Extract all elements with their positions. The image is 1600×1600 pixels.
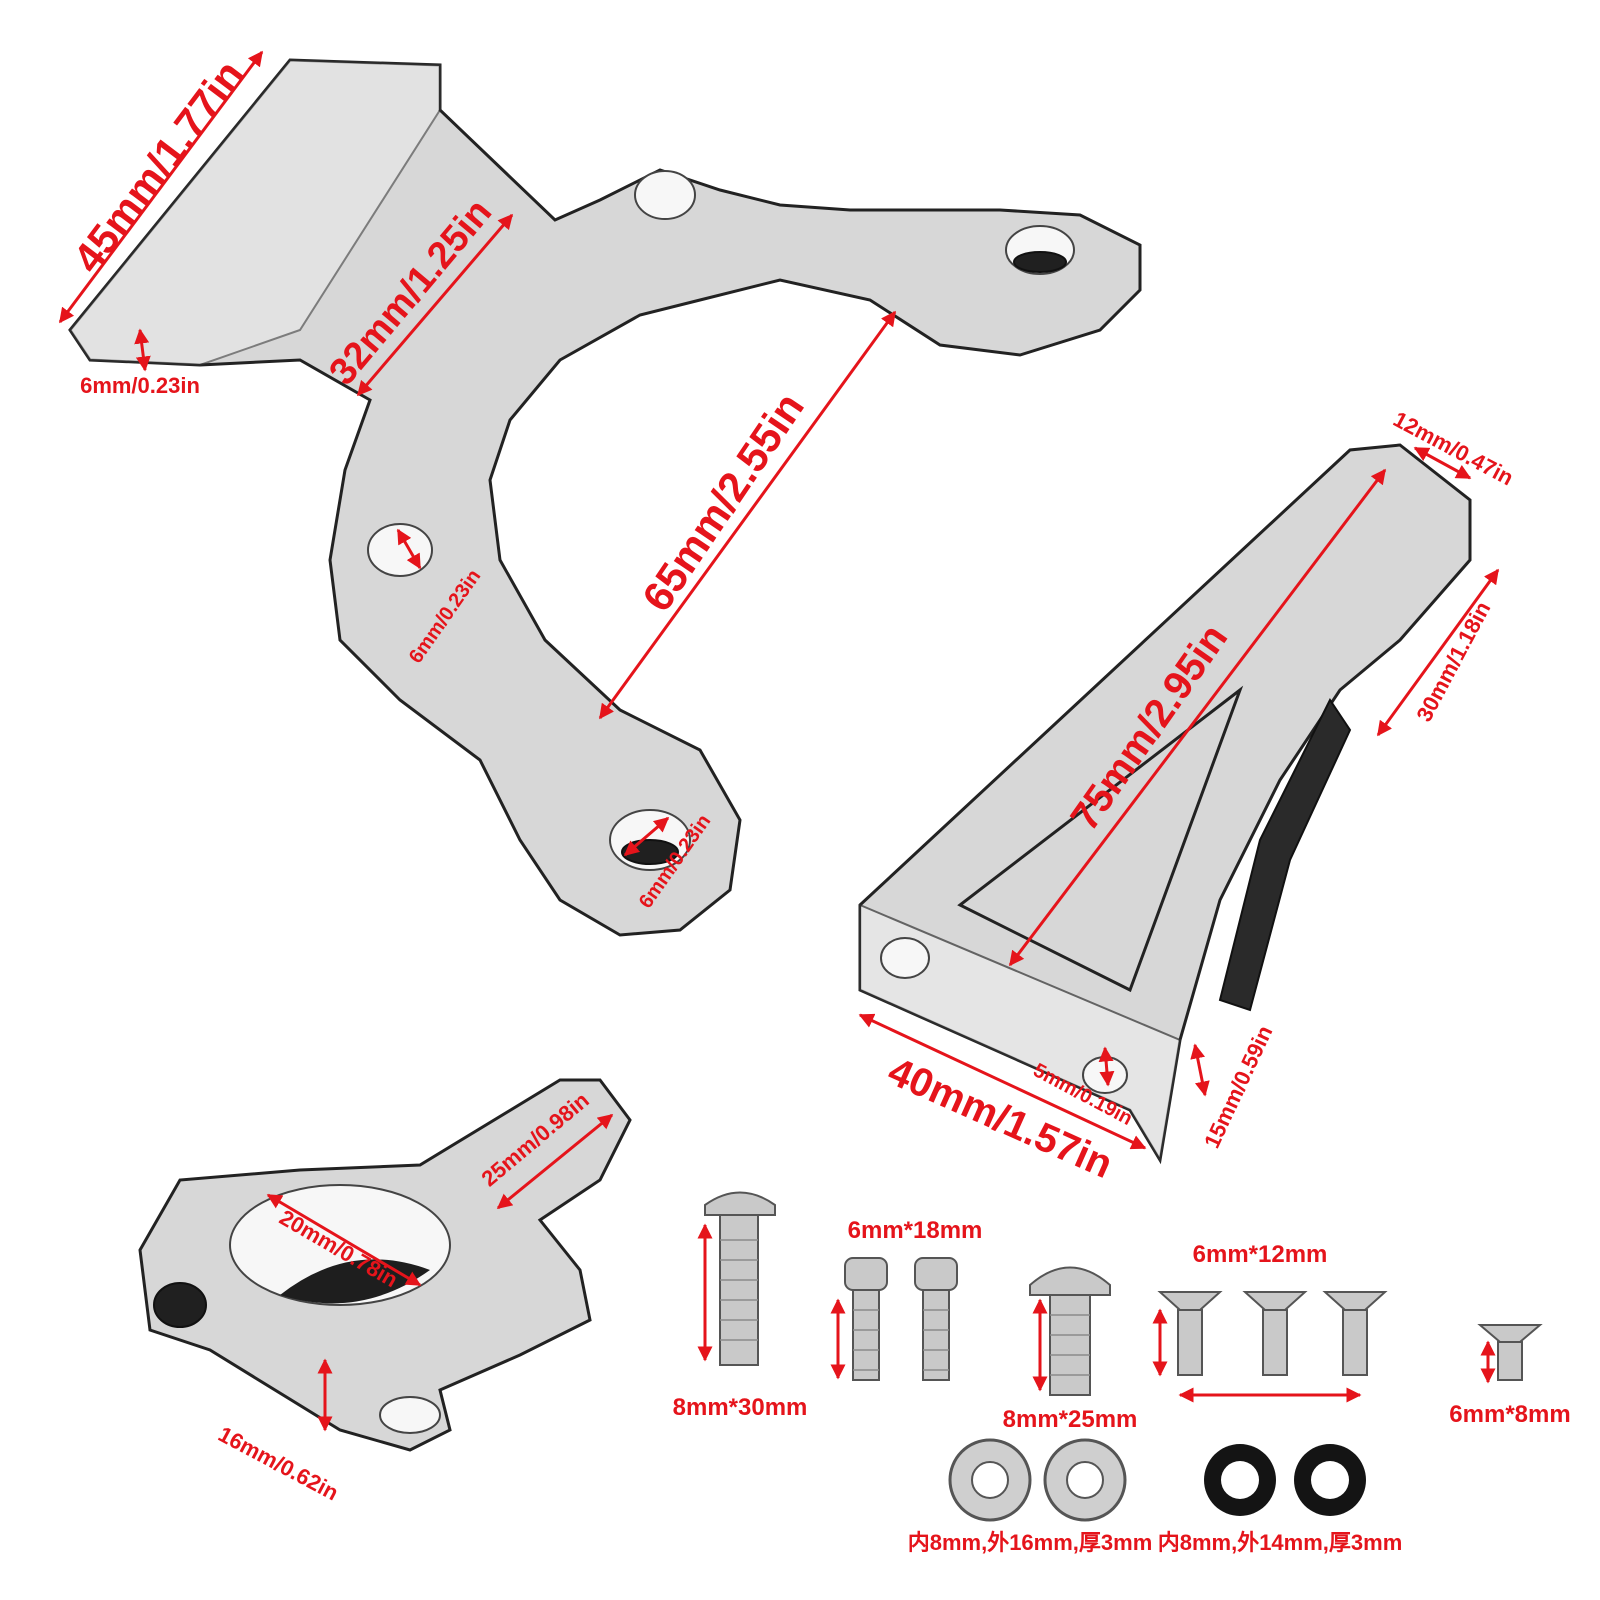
label-washer-metal: 内8mm,外16mm,厚3mm [908, 1530, 1153, 1555]
dim-line-arm-base [858, 1013, 1147, 1150]
dim-line-arm-top [1413, 446, 1472, 480]
metal-washers [948, 1438, 1127, 1522]
dim-line-bracket-width [58, 50, 264, 324]
dim-line-clamp-tab [496, 1113, 614, 1210]
dim-line-arm-hole [1098, 1046, 1115, 1087]
dim-line-ring-hole-2 [623, 816, 670, 857]
label-bolt-d: 6mm*12mm [1193, 1241, 1328, 1268]
clamp-side-hole [153, 1282, 207, 1328]
rubber-washers [1204, 1444, 1366, 1516]
label-arm-side: 30mm/1.18in [1411, 597, 1495, 725]
dim-line-arm-side [1376, 568, 1500, 737]
label-bracket-step: 6mm/0.23in [80, 373, 200, 398]
bolt-8x25 [1029, 1266, 1111, 1396]
dim-line-arm-height [1190, 1043, 1210, 1097]
clamp-bottom-hole [379, 1396, 441, 1434]
clamp-dimensions [266, 1113, 614, 1432]
label-arm-height: 15mm/0.59in [1199, 1022, 1277, 1152]
tapered-arm-part [858, 443, 1472, 1165]
label-bolt-a: 8mm*30mm [673, 1394, 808, 1421]
dim-line-ring-span [598, 310, 897, 720]
label-bolt-b: 6mm*18mm [848, 1217, 983, 1244]
dim-line-arm-length [1008, 468, 1387, 967]
dim-line-bracket-step [134, 328, 151, 372]
ring-bracket-dimensions [58, 50, 897, 857]
label-bolt-c: 8mm*25mm [1003, 1406, 1138, 1433]
label-bolt-e: 6mm*8mm [1449, 1401, 1570, 1428]
bolt-6x8 [1477, 1324, 1543, 1381]
label-clamp-height: 16mm/0.62in [214, 1421, 342, 1505]
bolt-6x18-pair [844, 1257, 958, 1381]
dim-line-clamp-bore [266, 1193, 422, 1287]
bolt-6x12-trio [1157, 1291, 1388, 1376]
dim-line-bracket-inner [356, 213, 514, 397]
bolt-8x30 [704, 1191, 776, 1366]
tapered-arm-dimensions [858, 446, 1500, 1150]
label-washer-rubber: 内8mm,外14mm,厚3mm [1158, 1530, 1403, 1555]
ring-top-hole [634, 170, 696, 220]
arm-left-hole [880, 937, 930, 979]
label-ring-span: 65mm/2.55in [633, 384, 813, 619]
dim-line-ring-hole-1 [396, 528, 422, 570]
